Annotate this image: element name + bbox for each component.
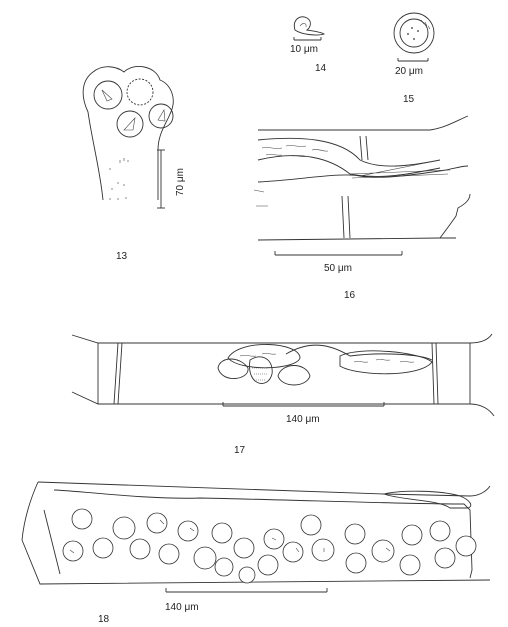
fig13-number: 13 xyxy=(116,251,128,262)
fig15-egg-drawing xyxy=(393,12,435,54)
fig16-proglottid-detail xyxy=(253,115,471,241)
fig17-scale-label: 140 μm xyxy=(286,414,320,425)
fig15-number: 15 xyxy=(403,94,415,105)
sucker-bottom xyxy=(116,110,144,138)
fig15-scale-label: 20 μm xyxy=(395,66,423,77)
fig18-eggs xyxy=(62,508,477,584)
sucker-top-left xyxy=(93,80,123,110)
sucker-right xyxy=(148,103,174,129)
fig14-scale-bar xyxy=(293,37,322,41)
fig18-gravid-proglottid-drawing xyxy=(21,481,491,585)
fig14-hook-drawing xyxy=(293,16,326,36)
fig18-scale-bar xyxy=(165,588,328,593)
rostellum xyxy=(126,78,154,106)
fig18-scale-label: 140 μm xyxy=(165,602,199,613)
fig13-scale-label: 70 μm xyxy=(175,168,186,196)
fig15-scale-bar xyxy=(397,58,429,62)
fig13-scolex-drawing xyxy=(82,65,174,201)
fig16-number: 16 xyxy=(344,290,356,301)
fig16-scale-bar xyxy=(274,251,403,256)
fig14-scale-label: 10 μm xyxy=(290,44,318,55)
fig17-number: 17 xyxy=(234,445,246,456)
fig16-scale-label: 50 μm xyxy=(324,263,352,274)
fig18-number: 18 xyxy=(98,614,110,625)
fig13-scale-bar xyxy=(157,149,165,209)
fig14-number: 14 xyxy=(315,63,327,74)
fig17-scale-bar xyxy=(222,402,385,407)
fig17-proglottid-drawing xyxy=(71,333,495,417)
